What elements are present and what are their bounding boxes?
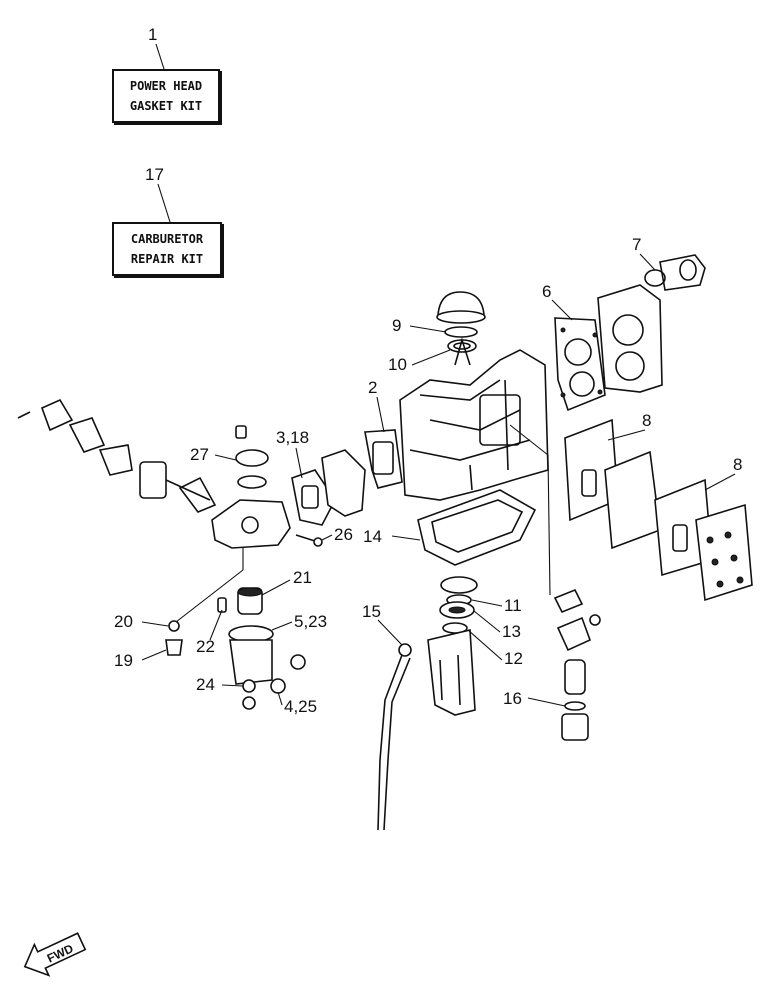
exhaust-cover-gasket [291,449,366,526]
kit-17-line-2: REPAIR KIT [130,252,204,266]
callout-8-a: 8 [642,411,651,430]
thermostat-assembly [436,291,486,353]
callout-5-23: 5,23 [294,612,327,631]
callout-9: 9 [392,316,401,335]
kit-1-line-1: POWER HEAD [129,79,203,93]
anode-cover-part-7 [644,254,706,291]
fuel-filter-16 [509,424,601,741]
callout-3-18: 3,18 [276,428,309,447]
callout-4-25: 4,25 [284,697,317,716]
callout-6: 6 [542,282,551,301]
cylinder-gasket [554,317,606,412]
callout-22: 22 [196,637,215,656]
callout-12: 12 [504,649,523,668]
callout-13: 13 [502,622,521,641]
power-head-block [399,337,549,501]
forward-arrow-icon: FWD [23,932,87,977]
water-pump-parts [217,587,306,710]
drain-screw-parts [165,620,183,656]
callout-15: 15 [362,602,381,621]
callout-27: 27 [190,445,209,464]
callout-11: 11 [504,596,522,615]
callout-14: 14 [363,527,382,546]
pump-housing-assembly [17,398,291,623]
kit-1-line-2: GASKET KIT [129,99,203,113]
exhaust-gasket-2 [364,429,403,489]
callout-17: 17 [145,165,164,184]
base-gasket-14 [417,489,537,566]
callout-1: 1 [148,25,157,44]
lower-crankcase-seals [427,576,478,716]
kit-17-line-1: CARBURETOR [130,232,204,246]
cylinder-head-plate [597,284,663,393]
callout-19: 19 [114,651,133,670]
carburetor-repair-kit-label: CARBURETOR REPAIR KIT [112,222,222,276]
callout-21: 21 [293,568,312,587]
callout-24: 24 [196,675,215,694]
callout-16: 16 [503,689,522,708]
callout-10: 10 [388,355,407,374]
dipstick-tube-15 [377,643,412,831]
callout-8-b: 8 [733,455,742,474]
screw-part-26 [295,534,323,547]
callout-2: 2 [368,378,377,397]
outer-exhaust-gasket-8 [654,478,753,602]
callout-20: 20 [114,612,133,631]
callout-7: 7 [632,235,641,254]
cover-part-27 [235,425,269,489]
power-head-gasket-kit-label: POWER HEAD GASKET KIT [112,69,220,123]
callout-26: 26 [334,525,353,544]
